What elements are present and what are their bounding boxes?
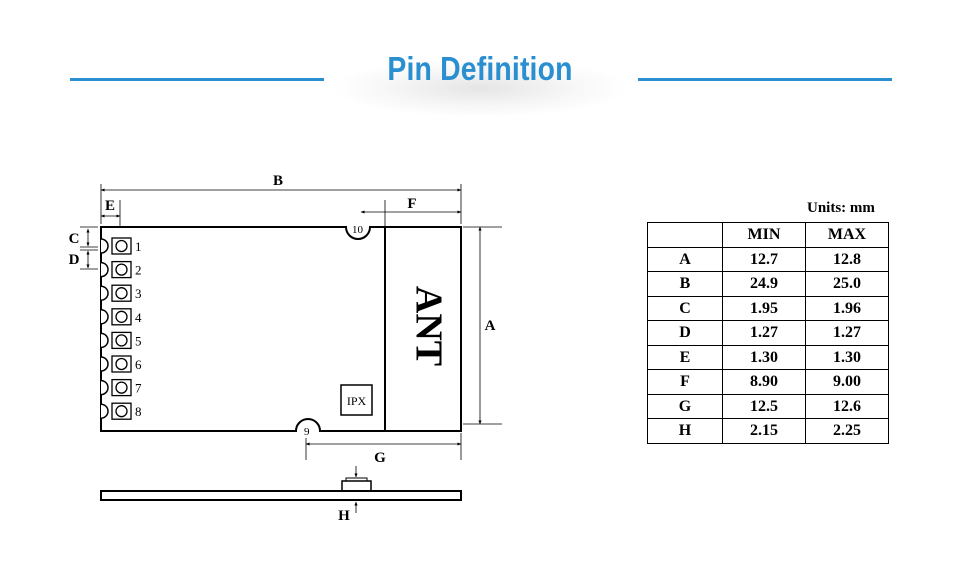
pin-2: 2 bbox=[100, 260, 142, 279]
pin-5: 5 bbox=[100, 331, 142, 350]
title-rule-right bbox=[638, 78, 892, 81]
left-pins: 1 2 3 4 5 6 7 8 bbox=[100, 237, 142, 420]
table-cell: H bbox=[647, 418, 723, 444]
table-cell: 9.00 bbox=[805, 369, 889, 395]
pin-number-label: 4 bbox=[135, 310, 142, 325]
table-cell: 1.27 bbox=[805, 320, 889, 346]
table-cell: B bbox=[647, 271, 723, 297]
table-cell: E bbox=[647, 344, 723, 370]
table-cell: 12.7 bbox=[722, 246, 806, 272]
table-cell: 1.30 bbox=[722, 344, 806, 370]
side-view-connector bbox=[341, 480, 372, 492]
table-cell: F bbox=[647, 369, 723, 395]
table-cell: D bbox=[647, 320, 723, 346]
dim-h-label: H bbox=[338, 508, 350, 524]
pin-1: 1 bbox=[100, 237, 142, 255]
dim-c-label: C bbox=[69, 231, 80, 247]
title-shadow bbox=[330, 58, 630, 118]
pin-3: 3 bbox=[100, 284, 142, 302]
pin-9-label: 9 bbox=[304, 426, 310, 438]
pin-number-label: 6 bbox=[135, 357, 142, 372]
pin-6: 6 bbox=[100, 355, 142, 373]
table-cell: 25.0 bbox=[805, 271, 889, 297]
pin-number-label: 3 bbox=[135, 286, 142, 301]
table-cell: 1.95 bbox=[722, 295, 806, 321]
table-cell: 12.6 bbox=[805, 393, 889, 419]
dim-d-label: D bbox=[69, 252, 80, 268]
pin-7: 7 bbox=[100, 378, 142, 397]
table-cell: 12.8 bbox=[805, 246, 889, 272]
table-header-cell: MIN bbox=[722, 222, 806, 248]
pin-number-label: 2 bbox=[135, 263, 142, 278]
pin-number-label: 7 bbox=[135, 381, 142, 396]
antenna-area bbox=[384, 226, 462, 432]
pin-number-label: 1 bbox=[135, 239, 142, 254]
module-outline bbox=[100, 226, 462, 432]
table-cell: 2.25 bbox=[805, 418, 889, 444]
table-cell: 1.27 bbox=[722, 320, 806, 346]
dim-f-label: F bbox=[407, 196, 416, 212]
table-cell: C bbox=[647, 295, 723, 321]
table-cell: 8.90 bbox=[722, 369, 806, 395]
table-header-cell: MAX bbox=[805, 222, 889, 248]
table-cell: 1.30 bbox=[805, 344, 889, 370]
pin-10-label: 10 bbox=[352, 224, 364, 236]
side-view-board bbox=[100, 490, 462, 501]
dim-g-label: G bbox=[374, 450, 386, 466]
table-cell: 12.5 bbox=[722, 393, 806, 419]
table-cell: A bbox=[647, 246, 723, 272]
dim-a-label: A bbox=[485, 318, 496, 334]
ipx-label: IPX bbox=[347, 394, 367, 408]
table-cell: 1.96 bbox=[805, 295, 889, 321]
title-rule-left bbox=[70, 78, 324, 81]
page-title: Pin Definition bbox=[387, 50, 573, 87]
antenna-label: ANT bbox=[407, 286, 449, 366]
pin-8: 8 bbox=[100, 402, 142, 420]
dim-b-label: B bbox=[273, 173, 283, 189]
units-label: Units: mm bbox=[807, 200, 875, 216]
pin-number-label: 5 bbox=[135, 333, 142, 348]
pin-number-label: 8 bbox=[135, 404, 142, 419]
dim-e-label: E bbox=[105, 198, 115, 214]
pin-4: 4 bbox=[100, 308, 142, 326]
table-cell: G bbox=[647, 393, 723, 419]
ipx-connector bbox=[340, 384, 373, 416]
table-header-cell bbox=[647, 222, 723, 248]
table-cell: 2.15 bbox=[722, 418, 806, 444]
table-cell: 24.9 bbox=[722, 271, 806, 297]
